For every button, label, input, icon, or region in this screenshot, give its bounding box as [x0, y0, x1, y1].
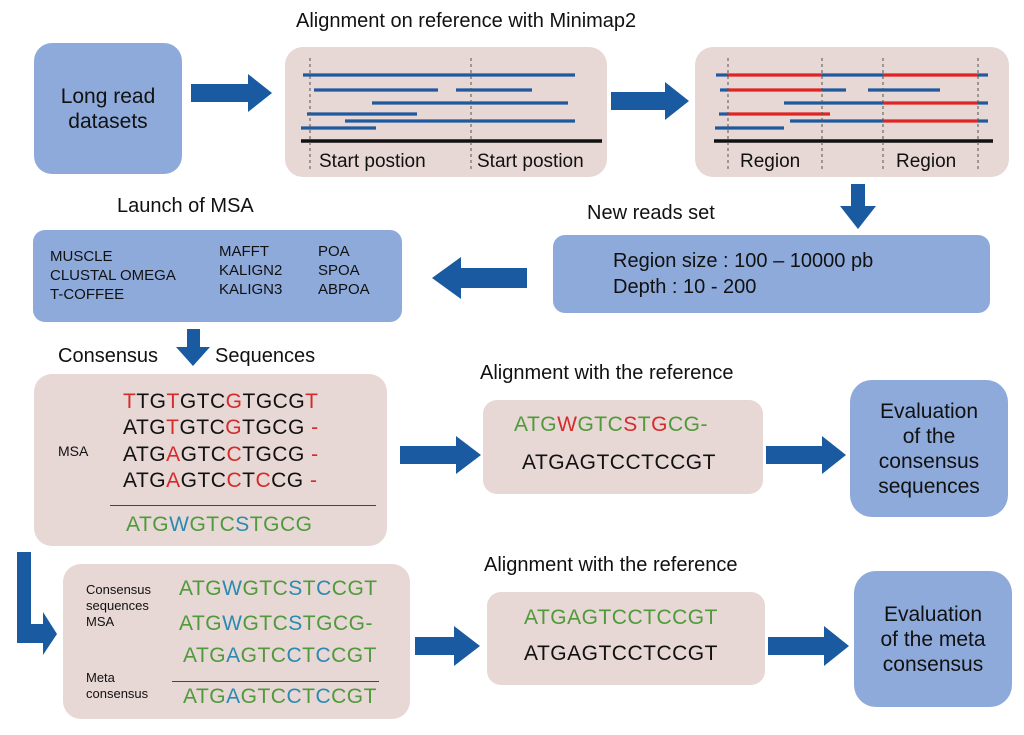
title-new-reads-set: New reads set: [587, 202, 715, 224]
title-consensus: Consensus: [58, 345, 159, 367]
meta-row-1: ATGWGTCSTCCGT: [179, 577, 378, 600]
new-reads-box: Region size : 100 – 10000 pb Depth : 10 …: [553, 235, 990, 313]
title-sequences: Sequences: [215, 345, 316, 367]
eval2-line1: Evaluation: [883, 602, 983, 626]
msa-row-3: ATGAGTCCTGCG -: [123, 443, 319, 466]
msa-consensus-row: ATGWGTCSTGCG: [126, 513, 313, 536]
meta-divider: [172, 681, 379, 682]
title-alignment-reference-1: Alignment with the reference: [480, 362, 734, 384]
region-size-text: Region size : 100 – 10000 pb: [613, 250, 874, 272]
msa-row-2: ATGTGTCGTGCG -: [123, 416, 319, 439]
meta-row-2: ATGWGTCSTGCG-: [179, 612, 373, 635]
tool-muscle: MUSCLE: [50, 248, 113, 265]
evaluation-meta-box: Evaluation of the meta consensus: [854, 571, 1012, 707]
start-position-label-right: Start postion: [477, 151, 584, 172]
msa-tools-box: MUSCLE CLUSTAL OMEGA T-COFFEE MAFFT KALI…: [33, 230, 402, 322]
tool-clustal-omega: CLUSTAL OMEGA: [50, 267, 176, 284]
long-read-box: Long read datasets: [34, 43, 182, 174]
arrow-right-3: [400, 436, 481, 474]
region-reads: [715, 73, 988, 130]
region-label-right: Region: [896, 151, 957, 172]
msa-tools-col1: MUSCLE CLUSTAL OMEGA T-COFFEE: [50, 247, 176, 304]
arrow-down-2: [176, 329, 210, 366]
msa-tools-col2: MAFFT KALIGN2 KALIGN3: [219, 242, 282, 299]
meta-consensus-box: Consensus sequences MSA Meta consensus A…: [63, 564, 410, 719]
depth-text: Depth : 10 - 200: [613, 276, 757, 298]
tool-mafft: MAFFT: [219, 243, 269, 260]
minimap-reads: [301, 73, 575, 130]
arrow-right-4: [766, 436, 846, 474]
title-alignment-reference-2: Alignment with the reference: [484, 554, 738, 576]
long-read-line2: datasets: [68, 109, 148, 133]
alignment2-bottom-seq: ATGAGTCCTCCGT: [524, 642, 718, 665]
meta-consensus-label: Meta consensus: [86, 670, 149, 701]
tool-abpoa: ABPOA: [318, 281, 370, 298]
arrow-right-1: [191, 74, 272, 112]
msa-row-4: ATGAGTCCTCCG -: [123, 469, 318, 492]
tool-poa: POA: [318, 243, 350, 260]
evaluation-consensus-box: Evaluation of the consensus sequences: [850, 380, 1008, 517]
eval2-line2: of the meta: [880, 627, 986, 651]
eval2-line3: consensus: [882, 652, 984, 676]
minimap-panel: Start postion Start postion: [285, 47, 607, 177]
eval1-line2: of the: [902, 424, 956, 448]
tool-kalign2: KALIGN2: [219, 262, 283, 279]
tool-t-coffee: T-COFFEE: [50, 286, 125, 303]
tool-spoa: SPOA: [318, 262, 360, 279]
arrow-right-6: [768, 626, 849, 666]
alignment-box-2: ATGAGTCCTCCGT ATGAGTCCTCCGT: [487, 592, 765, 685]
region-label-left: Region: [740, 151, 801, 172]
alignment1-top-seq: ATGWGTCSTGCG-: [514, 413, 708, 436]
msa-label: MSA: [58, 443, 89, 459]
arrow-elbow: [17, 552, 57, 655]
start-position-label-left: Start postion: [319, 151, 426, 172]
tool-kalign3: KALIGN3: [219, 281, 283, 298]
meta-row-3: ATGAGTCCTCCGT: [183, 644, 377, 667]
consensus-sequences-msa-label: Consensus sequences MSA: [86, 582, 152, 629]
meta-consensus-row: ATGAGTCCTCCGT: [183, 685, 377, 708]
eval1-line3: consensus: [878, 449, 980, 473]
msa-divider: [110, 505, 376, 506]
alignment-box-1: ATGWGTCSTGCG- ATGAGTCCTCCGT: [483, 400, 763, 494]
region-panel: Region Region: [695, 47, 1009, 177]
msa-tools-col3: POA SPOA ABPOA: [318, 242, 370, 299]
arrow-down-1: [840, 184, 876, 229]
msa-row-1: TTGTGTCGTGCGT: [123, 390, 319, 413]
arrow-right-2: [611, 82, 689, 120]
eval1-line1: Evaluation: [879, 399, 979, 423]
title-alignment-minimap2: Alignment on reference with Minimap2: [296, 10, 637, 32]
title-launch-msa: Launch of MSA: [117, 195, 254, 217]
arrow-right-5: [415, 626, 480, 666]
long-read-line1: Long read: [60, 84, 156, 108]
alignment1-bottom-seq: ATGAGTCCTCCGT: [522, 451, 716, 474]
eval1-line4: sequences: [878, 474, 980, 498]
msa-box: MSA TTGTGTCGTGCGT ATGTGTCGTGCG - ATGAGTC…: [34, 374, 387, 546]
alignment2-top-seq: ATGAGTCCTCCGT: [524, 606, 718, 629]
arrow-left-1: [432, 257, 527, 299]
